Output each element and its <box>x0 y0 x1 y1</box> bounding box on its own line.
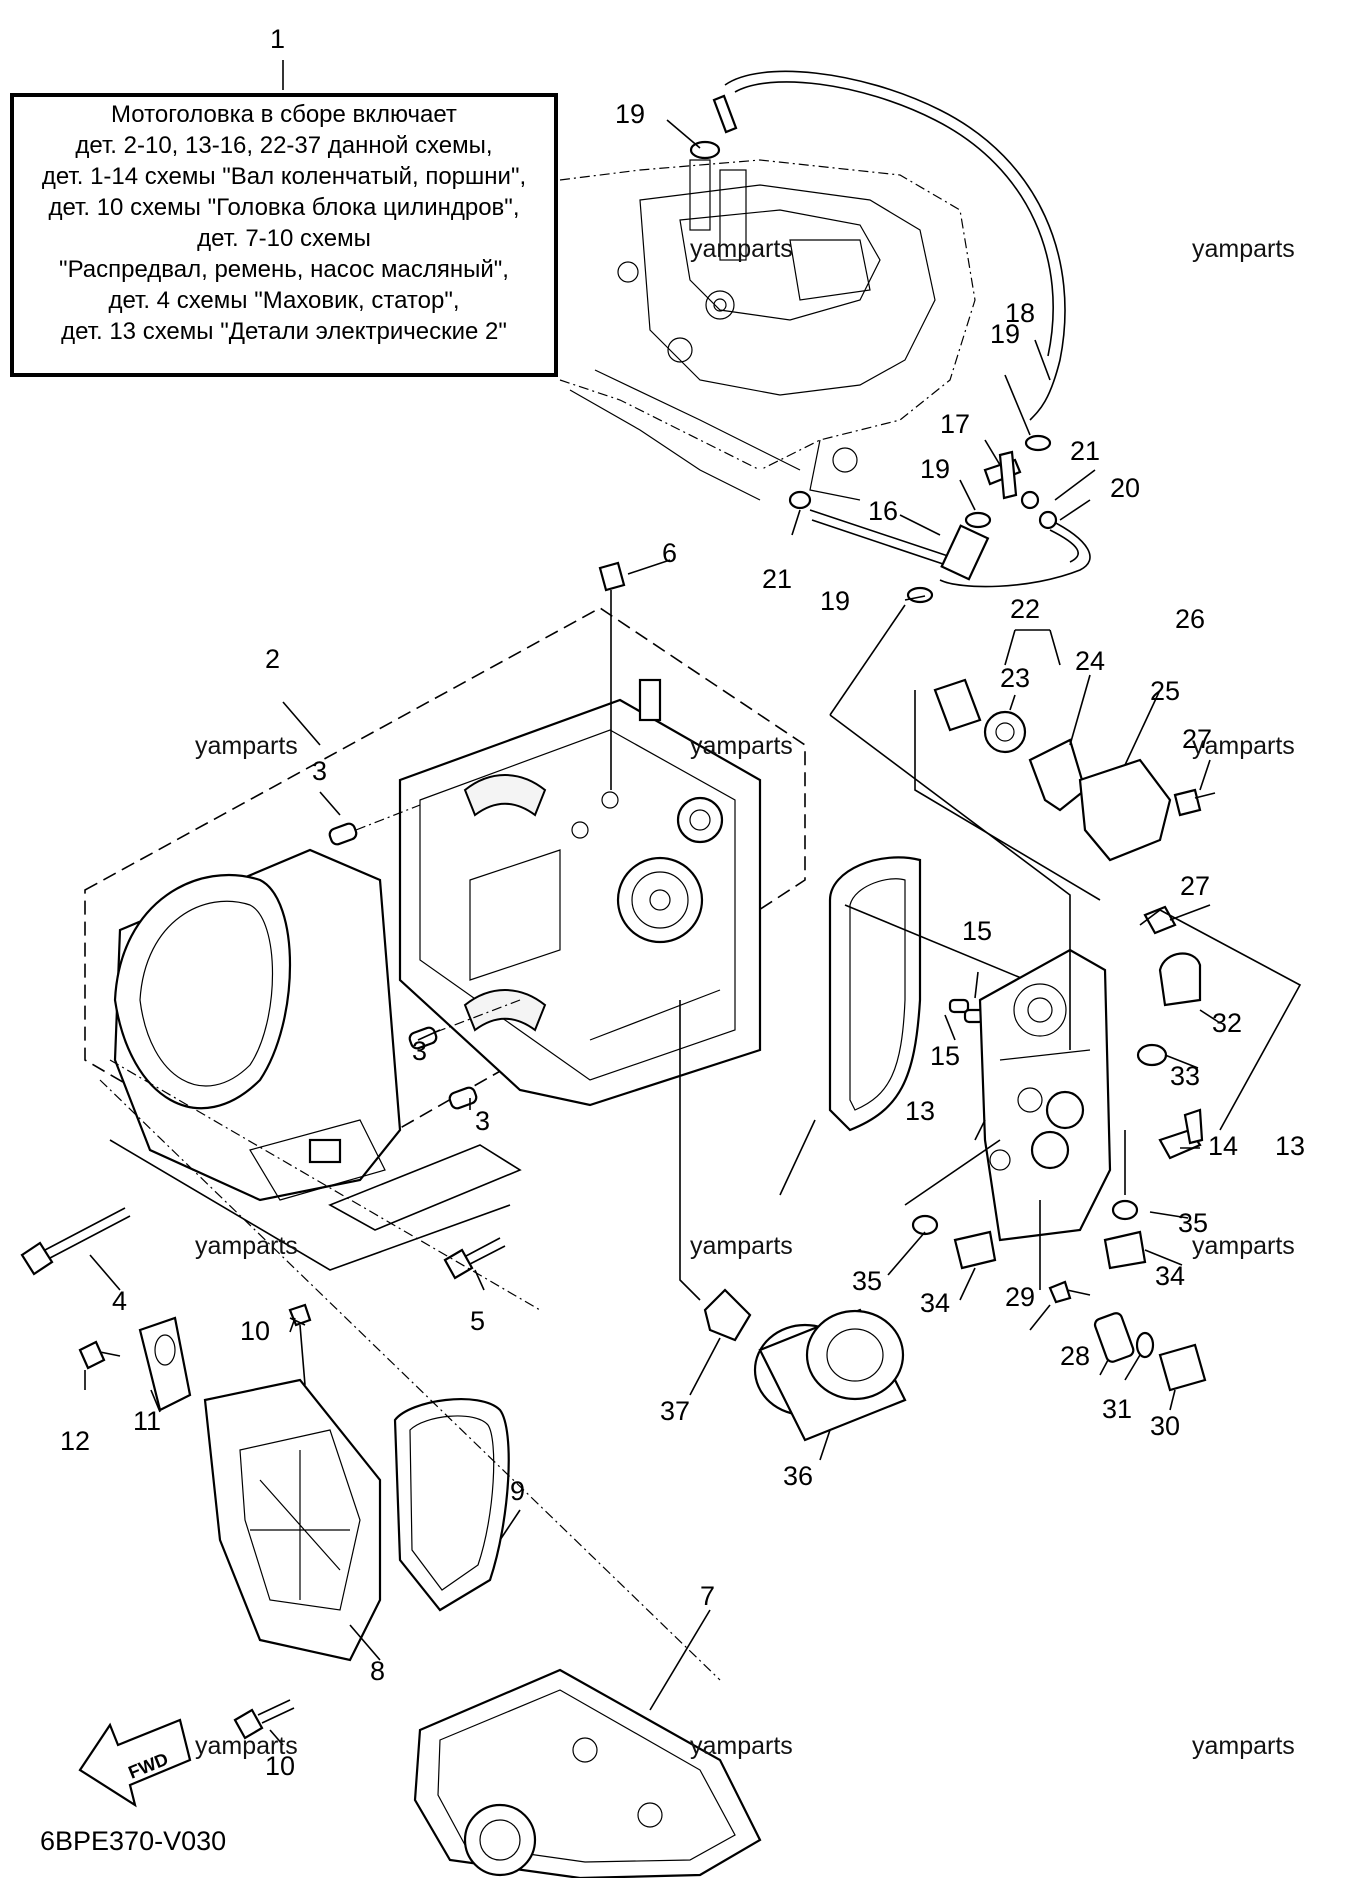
watermark: yamparts <box>1192 1232 1295 1260</box>
callout-number: 19 <box>990 319 1020 349</box>
assembly-note-line: дет. 2-10, 13-16, 22-37 данной схемы, <box>75 132 493 159</box>
callout-number: 27 <box>1180 871 1210 901</box>
callout-number: 10 <box>240 1316 270 1346</box>
callout-number: 28 <box>1060 1341 1090 1371</box>
callout-number: 14 <box>1208 1131 1238 1161</box>
fwd-arrow: FWD <box>78 1718 192 1808</box>
bolt-4 <box>20 1207 131 1276</box>
assembly-note-line: дет. 1-14 схемы "Вал коленчатый, поршни"… <box>41 163 527 190</box>
callout-number: 17 <box>940 409 970 439</box>
diagram-code: 6BPE370-V030 <box>40 1826 227 1856</box>
callout-number: 7 <box>700 1581 715 1611</box>
watermark: yamparts <box>195 732 298 760</box>
watermark: yamparts <box>690 1232 793 1260</box>
callout-number: 5 <box>470 1306 485 1336</box>
callout-number: 19 <box>820 586 850 616</box>
callout-number: 35 <box>1178 1208 1208 1238</box>
watermark: yamparts <box>690 235 793 263</box>
filter-plug-37 <box>703 1288 752 1342</box>
watermark: yamparts <box>1192 235 1295 263</box>
callout-number: 20 <box>1110 473 1140 503</box>
callout-number: 1 <box>270 24 285 54</box>
assembly-note-line: дет. 10 схемы "Головка блока цилиндров", <box>48 194 520 221</box>
callout-number: 21 <box>1070 436 1100 466</box>
assembly-note-line: дет. 13 схемы "Детали электрические 2" <box>61 318 507 345</box>
callout-number: 6 <box>662 538 677 568</box>
assembly-note-line: Мотоголовка в сборе включает <box>111 101 457 128</box>
assembly-note-line: дет. 7-10 схемы <box>197 225 371 252</box>
callout-number: 15 <box>930 1041 960 1071</box>
callout-number: 30 <box>1150 1411 1180 1441</box>
watermark: yamparts <box>690 732 793 760</box>
assembly-note-box: Мотоголовка в сборе включает дет. 2-10, 1… <box>10 93 558 377</box>
callout-number: 12 <box>60 1426 90 1456</box>
callout-leaders <box>84 60 1221 1746</box>
plug-6 <box>598 561 626 592</box>
callout-number: 24 <box>1075 646 1105 676</box>
callout-number: 27 <box>1182 724 1212 754</box>
callout-number: 18 <box>1005 298 1035 328</box>
bolt-5 <box>443 1237 506 1280</box>
callout-number: 25 <box>1150 676 1180 706</box>
hose-20 <box>939 519 1091 588</box>
assembly-note-line: дет. 4 схемы "Маховик, статор", <box>108 287 460 314</box>
callout-number: 10 <box>265 1751 295 1781</box>
callout-number: 11 <box>133 1406 161 1436</box>
assembly-note-line: "Распредвал, ремень, насос масляный", <box>59 256 509 283</box>
callout-number: 33 <box>1170 1061 1200 1091</box>
watermark: yamparts <box>195 1232 298 1260</box>
callout-number: 3 <box>312 756 327 786</box>
watermark: yamparts <box>1192 732 1295 760</box>
oil-filter-36 <box>753 1308 907 1442</box>
callout-number: 34 <box>920 1288 950 1318</box>
watermark: yamparts <box>1192 1732 1295 1760</box>
callout-number: 21 <box>762 564 792 594</box>
callout-number: 29 <box>1005 1282 1035 1312</box>
callout-number: 8 <box>370 1656 385 1686</box>
callout-number: 3 <box>475 1106 490 1136</box>
callout-number: 9 <box>510 1476 525 1506</box>
callout-number: 35 <box>852 1266 882 1296</box>
hose-18 <box>724 70 1066 421</box>
upper-engine-phantom <box>559 159 976 501</box>
callout-number: 37 <box>660 1396 690 1426</box>
callout-number: 32 <box>1212 1008 1242 1038</box>
callout-number: 19 <box>615 99 645 129</box>
lower-cover <box>78 1303 510 1740</box>
clamps <box>689 140 1058 604</box>
thermostat-group <box>933 678 1216 935</box>
callout-number: 22 <box>1010 594 1040 624</box>
callout-number: 16 <box>868 496 898 526</box>
watermark: yamparts <box>690 1732 793 1760</box>
callout-labels: 1233345678910101112131314151516171819191… <box>60 24 1305 1781</box>
watermark: yamparts <box>195 1732 298 1760</box>
callout-number: 3 <box>412 1036 427 1066</box>
callout-number: 26 <box>1175 604 1205 634</box>
callout-number: 19 <box>920 454 950 484</box>
gasket-26 <box>828 856 922 1132</box>
callout-number: 31 <box>1102 1394 1132 1424</box>
callout-number: 4 <box>112 1286 127 1316</box>
callout-number: 34 <box>1155 1261 1185 1291</box>
callout-number: 15 <box>962 916 992 946</box>
callout-number: 36 <box>783 1461 813 1491</box>
callout-number: 13 <box>905 1096 935 1126</box>
crankcase-assembly <box>113 678 762 1202</box>
callout-number: 2 <box>265 644 280 674</box>
cover-13 <box>978 948 1112 1242</box>
gasket-7 <box>413 1668 762 1878</box>
callout-number: 23 <box>1000 663 1030 693</box>
callout-number: 13 <box>1275 1131 1305 1161</box>
